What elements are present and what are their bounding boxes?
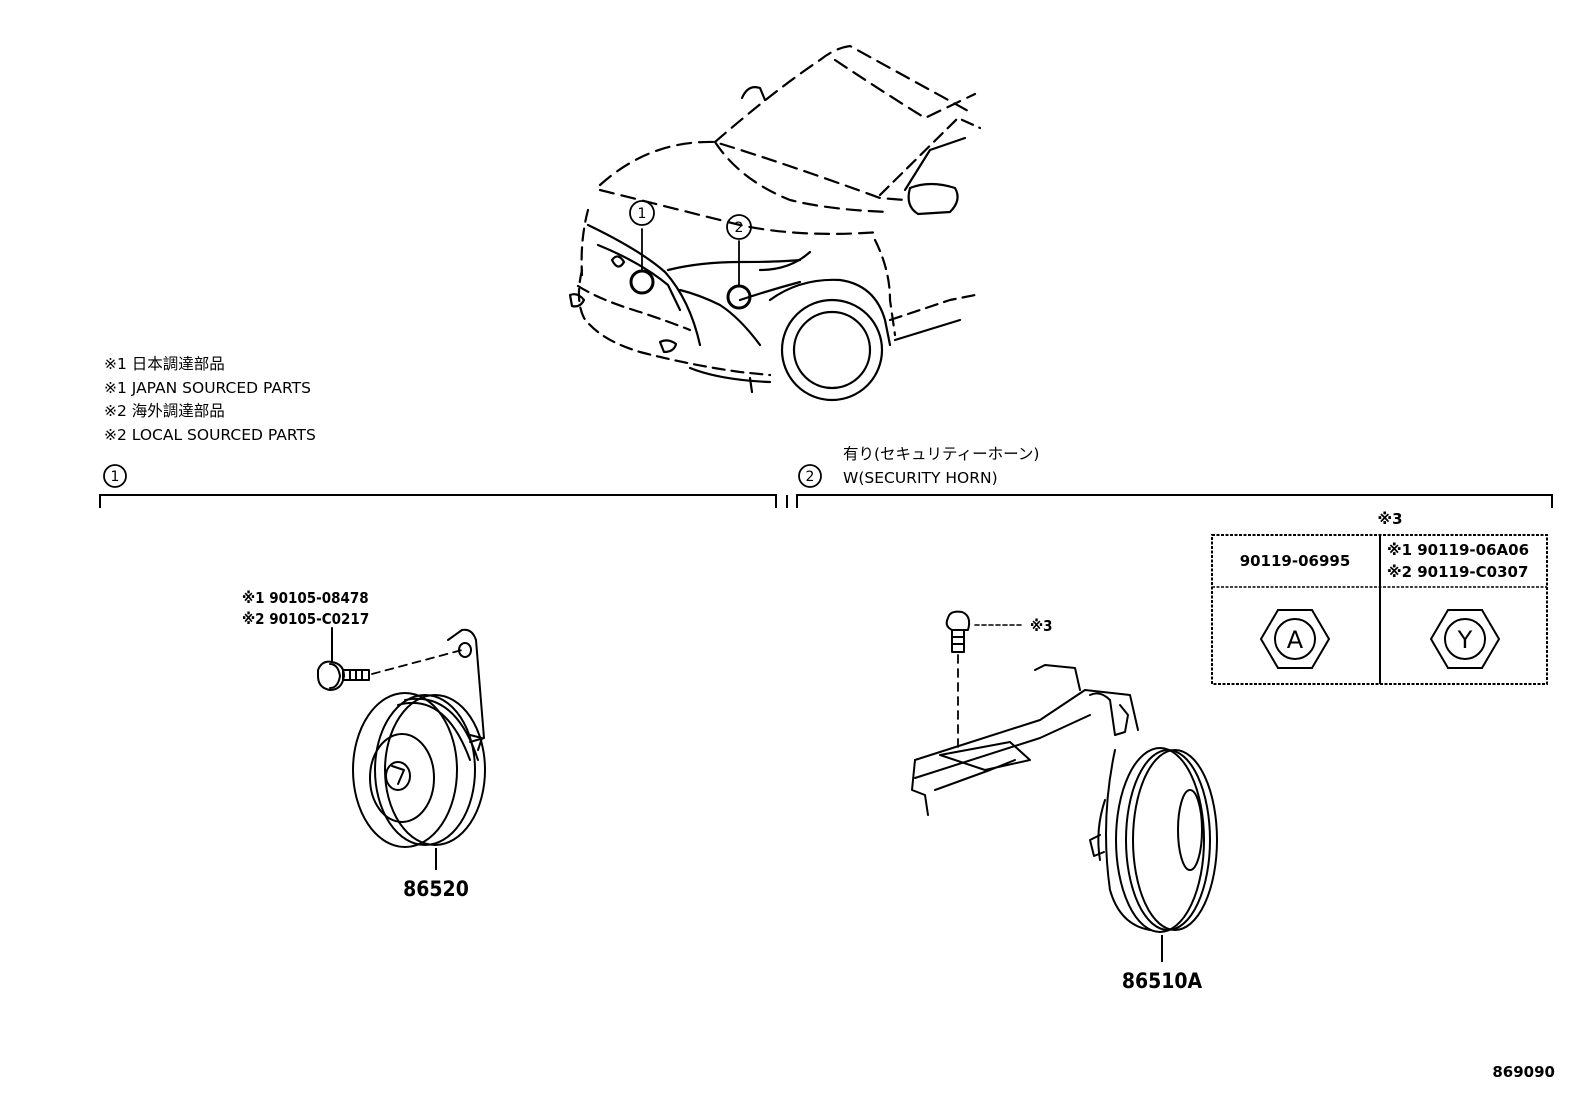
vehicle-overview-illustration bbox=[568, 44, 982, 402]
sourcing-notes: ※1 日本調達部品 ※1 JAPAN SOURCED PARTS ※2 海外調達… bbox=[104, 355, 316, 444]
horn-86520-illustration bbox=[352, 628, 486, 848]
table-cell: 90119-06995 bbox=[1240, 552, 1351, 570]
bolt-head-mark-a: A bbox=[1259, 609, 1331, 669]
bolt-head-mark-y: Y bbox=[1429, 609, 1501, 669]
note-line: ※2 LOCAL SOURCED PARTS bbox=[104, 426, 316, 444]
bolt-reference: ※3 bbox=[1030, 617, 1053, 635]
note-line: ※1 JAPAN SOURCED PARTS bbox=[104, 379, 311, 397]
note-line: ※2 海外調達部品 bbox=[104, 402, 225, 420]
callout-2-label: 2 bbox=[735, 220, 744, 236]
head-mark-letter: A bbox=[1287, 626, 1304, 654]
table-header: ※3 bbox=[1377, 510, 1402, 528]
section-2-title-jp: 有り(セキュリティーホーン) bbox=[843, 445, 1039, 463]
table-cell: ※2 90119-C0307 bbox=[1387, 563, 1528, 581]
bolt-part-number: ※2 90105-C0217 bbox=[242, 610, 369, 628]
bolt-reference-table: ※3 90119-06995 ※1 90119-06A06 ※2 90119-C… bbox=[1211, 510, 1548, 685]
horn-part-number: 86510A bbox=[1122, 969, 1203, 993]
section-1-header: 1 bbox=[99, 464, 788, 508]
diagram-code: 869090 bbox=[1492, 1063, 1555, 1081]
head-mark-letter: Y bbox=[1457, 626, 1473, 654]
note-line: ※1 日本調達部品 bbox=[104, 355, 225, 373]
security-horn-bolt-illustration bbox=[945, 610, 1023, 751]
section-2-header: 2 有り(セキュリティーホーン) W(SECURITY HORN) bbox=[796, 445, 1553, 508]
section-2-parts: ※3 86510A bbox=[911, 610, 1218, 993]
section-1-parts: ※1 90105-08478 ※2 90105-C0217 86 bbox=[242, 589, 486, 901]
section-2-marker: 2 bbox=[806, 469, 815, 485]
callout-1-label: 1 bbox=[638, 206, 647, 222]
bolt-illustration bbox=[317, 627, 463, 691]
table-cell: ※1 90119-06A06 bbox=[1387, 541, 1529, 559]
horn-part-number: 86520 bbox=[403, 877, 469, 901]
horn-86510a-illustration bbox=[911, 664, 1218, 933]
section-1-marker: 1 bbox=[111, 469, 120, 485]
section-2-title-en: W(SECURITY HORN) bbox=[843, 469, 998, 487]
bolt-part-number: ※1 90105-08478 bbox=[242, 589, 369, 607]
